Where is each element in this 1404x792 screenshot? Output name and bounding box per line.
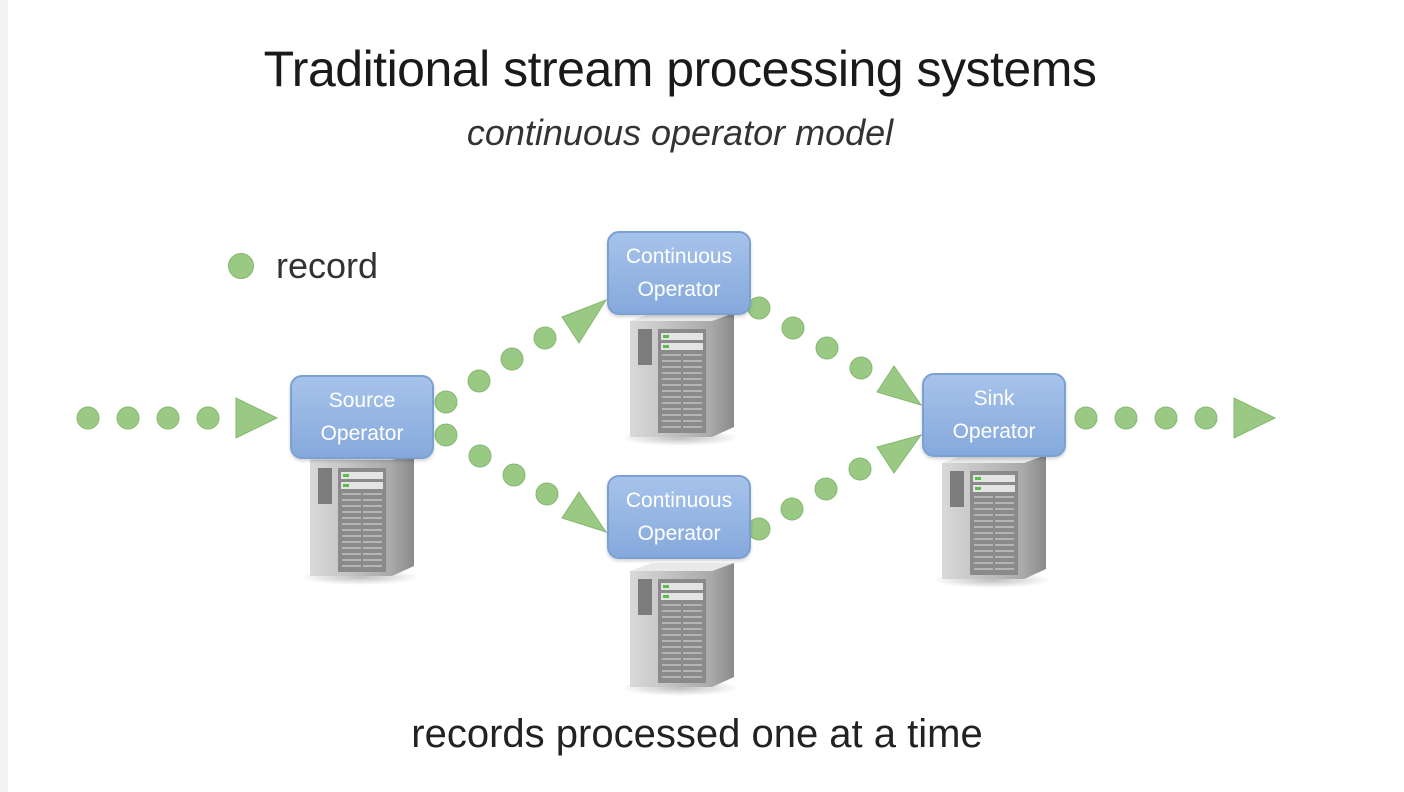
continuous-bottom-server-icon bbox=[619, 562, 741, 697]
record-dot bbox=[467, 369, 491, 393]
flow-arrow-icon bbox=[561, 298, 608, 344]
record-dot bbox=[535, 482, 559, 506]
continuous-operator-top: Continuous Operator bbox=[607, 231, 751, 315]
flow-arrow-icon bbox=[1233, 397, 1277, 439]
continuous-top-to-sink bbox=[747, 296, 923, 406]
record-dot bbox=[781, 316, 805, 340]
record-dot bbox=[196, 406, 220, 430]
flow-arrow-icon bbox=[876, 434, 923, 474]
record-dot bbox=[1074, 406, 1098, 430]
record-dot bbox=[434, 390, 458, 414]
source-to-continuous-bottom bbox=[434, 423, 608, 533]
record-dot bbox=[116, 406, 140, 430]
record-dot bbox=[780, 497, 804, 521]
slide-edge bbox=[0, 0, 8, 792]
slide-caption: records processed one at a time bbox=[411, 712, 983, 756]
record-dot bbox=[747, 296, 771, 320]
output-stream bbox=[1074, 397, 1277, 439]
continuous-bottom-to-sink bbox=[747, 434, 923, 541]
sink-operator: Sink Operator bbox=[922, 373, 1066, 457]
flow-arrow-icon bbox=[876, 365, 923, 406]
record-dot bbox=[848, 457, 872, 481]
flow-arrow-icon bbox=[561, 491, 608, 533]
record-dot bbox=[434, 423, 458, 447]
record-dot bbox=[1194, 406, 1218, 430]
record-dot bbox=[468, 444, 492, 468]
continuous-operator-bottom-label: Continuous Operator bbox=[625, 489, 733, 545]
record-dot bbox=[76, 406, 100, 430]
record-dot bbox=[500, 347, 524, 371]
source-server-icon bbox=[299, 451, 421, 586]
continuous-top-server-icon bbox=[619, 312, 741, 447]
record-dot bbox=[814, 477, 838, 501]
slide-subtitle: continuous operator model bbox=[466, 112, 894, 153]
record-dot bbox=[156, 406, 180, 430]
source-operator-label: Source Operator bbox=[320, 389, 404, 445]
input-stream bbox=[76, 397, 279, 439]
record-dot bbox=[502, 463, 526, 487]
legend-record-dot bbox=[228, 253, 254, 279]
record-dot bbox=[849, 356, 873, 380]
sink-operator-label: Sink Operator bbox=[952, 387, 1036, 443]
continuous-operator-bottom: Continuous Operator bbox=[607, 475, 751, 559]
source-to-continuous-top bbox=[434, 298, 608, 414]
record-dot bbox=[747, 517, 771, 541]
record-dot bbox=[1114, 406, 1138, 430]
legend: record bbox=[228, 244, 378, 288]
record-dot bbox=[1154, 406, 1178, 430]
record-dot bbox=[815, 336, 839, 360]
continuous-operator-top-label: Continuous Operator bbox=[625, 245, 733, 301]
slide-title: Traditional stream processing systems bbox=[263, 41, 1097, 97]
flow-arrow-icon bbox=[235, 397, 279, 439]
record-dot bbox=[533, 326, 557, 350]
sink-server-icon bbox=[931, 454, 1053, 589]
source-operator: Source Operator bbox=[290, 375, 434, 459]
legend-label: record bbox=[276, 245, 379, 286]
